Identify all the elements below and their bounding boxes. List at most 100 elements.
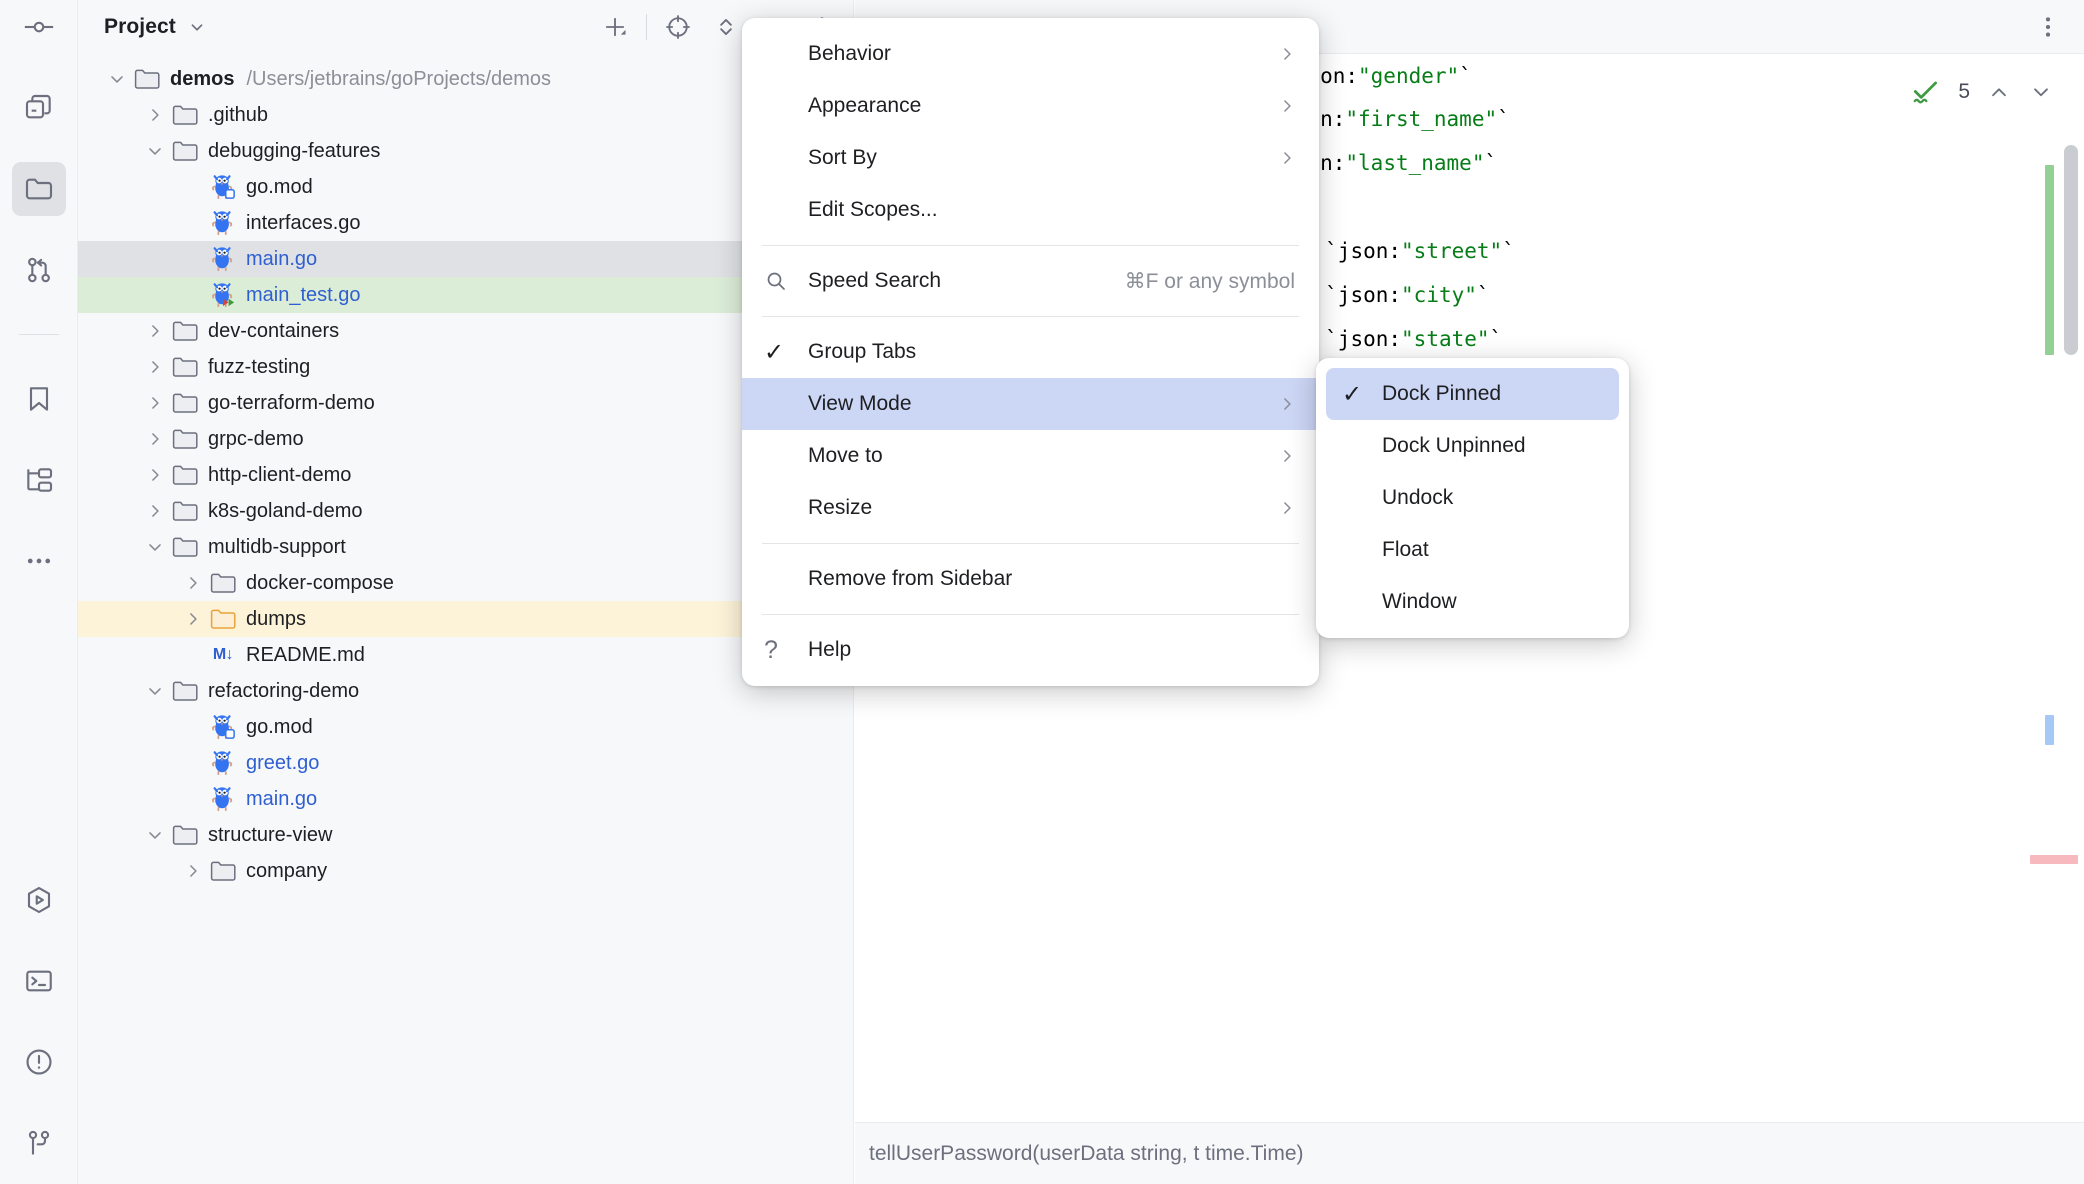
structure-icon[interactable]	[12, 453, 66, 507]
chevron-right-icon[interactable]	[178, 573, 208, 593]
submenu-item-label: Float	[1382, 538, 1429, 561]
menu-item[interactable]: Speed Search ⌘F or any symbol	[742, 255, 1319, 307]
chevron-down-icon[interactable]	[2028, 79, 2054, 105]
project-tool-window-title: Project	[104, 15, 176, 38]
tree-row[interactable]: demos/Users/jetbrains/goProjects/demos	[78, 61, 853, 97]
tree-row[interactable]: k8s-goland-demo	[78, 493, 853, 529]
search-icon	[764, 269, 808, 293]
more-vertical-icon[interactable]	[2030, 9, 2066, 45]
chevron-right-icon[interactable]	[140, 105, 170, 125]
version-control-icon[interactable]	[12, 1116, 66, 1170]
chevron-right-icon[interactable]	[178, 609, 208, 629]
marker-red	[2030, 855, 2078, 864]
folder-icon	[170, 320, 200, 342]
folder-icon	[170, 428, 200, 450]
bookmarks-icon[interactable]	[12, 372, 66, 426]
tree-row[interactable]: main.go	[78, 781, 853, 817]
tree-row-path: /Users/jetbrains/goProjects/demos	[246, 67, 552, 90]
chevron-down-icon[interactable]	[102, 69, 132, 89]
inspections-widget[interactable]: 5	[1910, 78, 2054, 106]
tree-row[interactable]: main_test.go	[78, 277, 853, 313]
chevron-down-icon[interactable]	[140, 825, 170, 845]
chevron-down-icon[interactable]	[140, 141, 170, 161]
tree-row[interactable]: go.mod	[78, 709, 853, 745]
tree-row-label: main_test.go	[246, 283, 361, 306]
tree-row-label: company	[246, 859, 328, 882]
inspections-ok-icon	[1910, 78, 1942, 106]
tree-row[interactable]: debugging-features	[78, 133, 853, 169]
tree-row[interactable]: greet.go	[78, 745, 853, 781]
menu-item[interactable]: ✓Group Tabs	[742, 326, 1319, 378]
marker-blue	[2045, 715, 2054, 745]
tree-row[interactable]: go-terraform-demo	[78, 385, 853, 421]
chevron-right-icon[interactable]	[140, 393, 170, 413]
chevron-up-icon[interactable]	[1986, 79, 2012, 105]
menu-item[interactable]: Remove from Sidebar	[742, 553, 1319, 605]
project-folder-icon[interactable]	[11, 162, 66, 216]
project-windows-icon[interactable]	[12, 81, 66, 135]
submenu-item[interactable]: ✓Dock Pinned	[1326, 368, 1619, 420]
tree-row-label: interfaces.go	[246, 211, 361, 234]
tree-row[interactable]: interfaces.go	[78, 205, 853, 241]
chevron-right-icon[interactable]	[140, 321, 170, 341]
tree-row[interactable]: http-client-demo	[78, 457, 853, 493]
tree-row[interactable]: docker-compose	[78, 565, 853, 601]
run-icon[interactable]	[12, 873, 66, 927]
chevron-right-icon	[1277, 44, 1297, 64]
breadcrumb[interactable]: tellUserPassword(userData string, t time…	[855, 1122, 2084, 1184]
menu-item-shortcut: ⌘F or any symbol	[1124, 269, 1295, 293]
editor-scrollbar-thumb[interactable]	[2064, 145, 2078, 355]
tree-row[interactable]: dumps	[78, 601, 853, 637]
menu-item[interactable]: Resize	[742, 482, 1319, 534]
chevron-down-icon[interactable]	[140, 537, 170, 557]
more-tool-windows-icon[interactable]	[12, 534, 66, 588]
folder-icon	[208, 860, 238, 882]
menu-item[interactable]: Edit Scopes...	[742, 184, 1319, 236]
select-opened-file-button[interactable]	[659, 8, 697, 46]
activity-bar-divider	[18, 334, 59, 335]
tree-row[interactable]: main.go	[78, 241, 853, 277]
git-commit-icon[interactable]	[12, 0, 66, 54]
submenu-item[interactable]: Undock	[1326, 472, 1619, 524]
menu-item[interactable]: Sort By	[742, 132, 1319, 184]
add-button[interactable]	[596, 8, 634, 46]
menu-item[interactable]: ?Help	[742, 624, 1319, 676]
tree-row[interactable]: .github	[78, 97, 853, 133]
chevron-right-icon[interactable]	[140, 501, 170, 521]
pull-requests-icon[interactable]	[12, 243, 66, 297]
chevron-right-icon[interactable]	[140, 465, 170, 485]
tree-row[interactable]: structure-view	[78, 817, 853, 853]
chevron-right-icon[interactable]	[178, 861, 208, 881]
folder-icon	[132, 68, 162, 90]
tree-row[interactable]: dev-containers	[78, 313, 853, 349]
toolbar-divider	[646, 14, 647, 40]
submenu-item[interactable]: Window	[1326, 576, 1619, 628]
menu-item[interactable]: View Mode	[742, 378, 1319, 430]
project-tree[interactable]: demos/Users/jetbrains/goProjects/demos .…	[78, 54, 853, 889]
submenu-item[interactable]: Float	[1326, 524, 1619, 576]
tree-row[interactable]: fuzz-testing	[78, 349, 853, 385]
terminal-icon[interactable]	[12, 954, 66, 1008]
tree-row[interactable]: go.mod	[78, 169, 853, 205]
chevron-down-icon[interactable]	[186, 16, 208, 38]
chevron-right-icon[interactable]	[140, 357, 170, 377]
problems-icon[interactable]	[12, 1035, 66, 1089]
tree-row[interactable]: M↓README.md	[78, 637, 853, 673]
menu-item-label: Speed Search	[808, 269, 942, 292]
expand-collapse-button[interactable]	[707, 8, 745, 46]
tree-row-label: grpc-demo	[208, 427, 304, 450]
folder-icon	[170, 500, 200, 522]
chevron-right-icon[interactable]	[140, 429, 170, 449]
chevron-down-icon[interactable]	[140, 681, 170, 701]
submenu-item[interactable]: Dock Unpinned	[1326, 420, 1619, 472]
menu-item[interactable]: Move to	[742, 430, 1319, 482]
tree-row[interactable]: refactoring-demo	[78, 673, 853, 709]
tree-row[interactable]: multidb-support	[78, 529, 853, 565]
tree-row[interactable]: company	[78, 853, 853, 889]
tree-row[interactable]: grpc-demo	[78, 421, 853, 457]
menu-item[interactable]: Behavior	[742, 28, 1319, 80]
editor-marker-strip	[2024, 55, 2084, 1122]
menu-item[interactable]: Appearance	[742, 80, 1319, 132]
